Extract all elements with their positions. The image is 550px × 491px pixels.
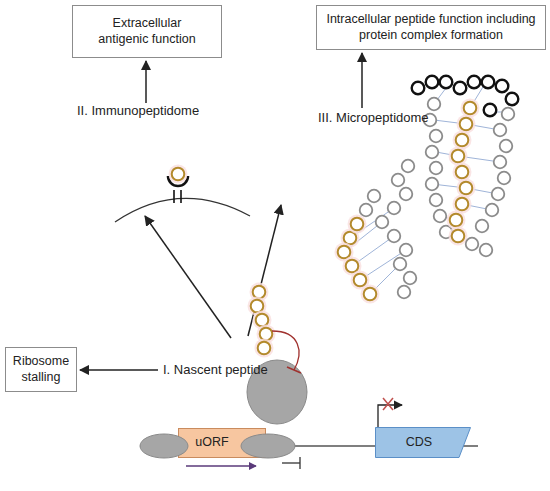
node-text: CDS	[406, 435, 432, 451]
uorf-fill	[179, 429, 266, 458]
peptide-bead	[402, 160, 415, 173]
peptide-bead	[388, 230, 401, 243]
pathway-label: III. Micropeptidome	[318, 110, 429, 125]
nascent-bead	[255, 339, 274, 358]
mhc-stem	[180, 190, 182, 203]
peptide-bead	[453, 163, 472, 182]
peptide-bead	[440, 76, 453, 89]
peptide-bead	[454, 82, 467, 95]
peptide-bead	[426, 146, 439, 159]
peptide-bead	[404, 272, 417, 285]
node-text: Extracellular antigenic function	[90, 16, 204, 47]
peptide-bead	[457, 179, 476, 198]
peptide-bead	[502, 108, 515, 121]
peptide-bead	[453, 131, 472, 150]
block-cross	[383, 398, 393, 410]
arrow	[145, 61, 147, 103]
peptide-bead	[400, 188, 413, 201]
arrow	[361, 53, 363, 108]
peptide-bead	[484, 104, 497, 117]
nascent-bead	[253, 311, 272, 330]
peptide-bead	[457, 115, 476, 134]
node-text: uORF	[195, 435, 228, 451]
peptide-bead	[376, 216, 389, 229]
peptide-bead	[486, 204, 499, 217]
peptide-bead	[430, 194, 443, 207]
inhibition-bar	[287, 367, 301, 373]
peptide-bead	[461, 99, 480, 118]
function-box: Intracellular peptide function including…	[316, 5, 546, 50]
scanning-arrow	[186, 465, 256, 466]
peptide-bead	[348, 215, 367, 234]
peptide-bead	[368, 190, 381, 203]
cell-membrane	[115, 198, 250, 222]
peptide-bead	[494, 156, 507, 169]
block-cross	[383, 398, 393, 410]
arrow	[145, 216, 231, 338]
peptide-bead	[400, 244, 413, 257]
stop-line	[282, 462, 300, 463]
peptide-bead	[394, 258, 407, 271]
peptide-bead	[466, 238, 479, 251]
peptide-bead	[482, 76, 495, 89]
nascent-bead	[250, 283, 269, 302]
peptide-bead	[426, 76, 439, 89]
pathway-label: I. Nascent peptide	[163, 362, 268, 377]
inhibition-line	[272, 331, 299, 370]
node-text: Ribosome stalling	[10, 354, 72, 385]
peptide-bead	[434, 210, 447, 223]
function-box: Ribosome stalling	[5, 347, 77, 392]
peptide-bead	[498, 172, 511, 185]
peptide-bead	[496, 80, 509, 93]
peptide-bead	[430, 130, 443, 143]
peptide-bead	[500, 140, 513, 153]
uorf-block: uORF	[178, 428, 266, 458]
peptide-bead	[468, 76, 481, 89]
peptide-bead	[361, 285, 380, 304]
node-text: Intracellular peptide function including…	[321, 12, 541, 43]
arrow	[248, 205, 281, 336]
peptide-bead	[430, 162, 443, 175]
pathway-label: II. Immunopeptidome	[77, 103, 199, 118]
peptide-bead	[449, 227, 468, 246]
peptide-bead	[412, 82, 425, 95]
peptide-bead	[388, 202, 401, 215]
peptide-bead	[449, 147, 468, 166]
peptide-bead	[428, 98, 441, 111]
presented-peptide	[169, 165, 188, 184]
peptide-bead	[426, 178, 439, 191]
peptide-bead	[492, 188, 505, 201]
peptide-bead	[494, 124, 507, 137]
peptide-bead	[506, 93, 519, 106]
translation-start	[378, 405, 402, 427]
peptide-bead	[360, 204, 373, 217]
stop-bar	[299, 457, 300, 469]
function-box: Extracellular antigenic function	[72, 5, 222, 58]
cds-fill	[376, 428, 471, 458]
nascent-bead	[257, 325, 276, 344]
nascent-bead	[248, 297, 267, 316]
peptide-bead	[480, 244, 493, 257]
cds-block: CDS	[375, 427, 471, 458]
mhc-stem	[173, 190, 175, 203]
peptide-bead	[398, 286, 411, 299]
peptide-bead	[447, 211, 466, 230]
peptide-bead	[476, 220, 489, 233]
peptide-bead	[392, 174, 405, 187]
arrow	[80, 369, 158, 371]
